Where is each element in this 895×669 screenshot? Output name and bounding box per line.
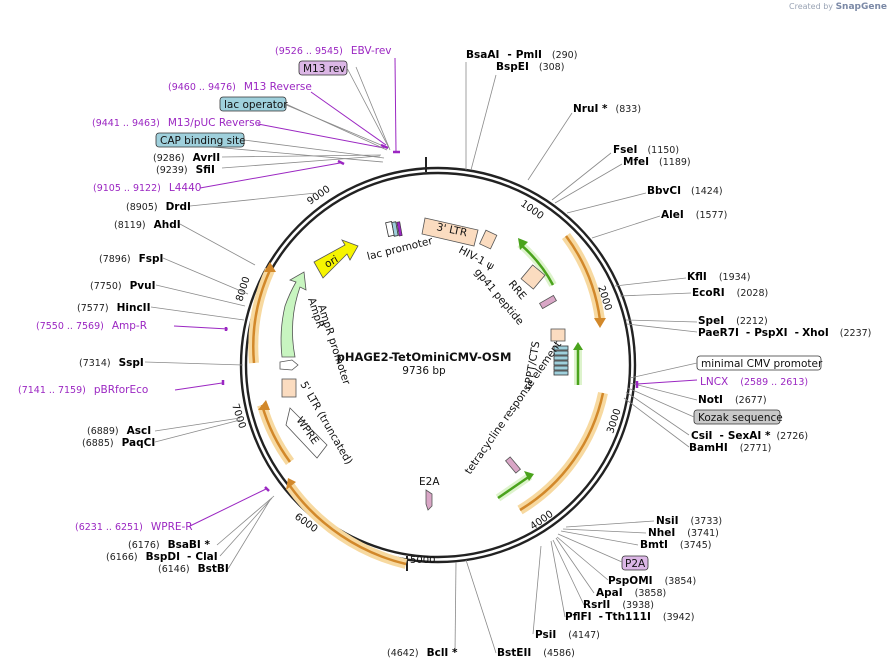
tick-5000: 5000 [410,555,435,566]
primer-m13-reverse: (9460 .. 9476)M13 Reverse [168,81,312,93]
feature-e2a: E2A [419,476,440,488]
primer-m13-puc-reverse: (9441 .. 9463)M13/pUC Reverse [92,117,261,129]
site-bsabi: (6176)BsaBI * [128,539,210,551]
primer-labels: (9526 .. 9545)EBV-rev (9460 .. 9476)M13 … [18,45,808,533]
site-noti: NotI(2677) [698,394,767,406]
primer-l4440: (9105 .. 9122)L4440 [93,182,201,194]
primer-marks [221,143,639,492]
inner-features [279,217,569,511]
site-alei: AleI(1577) [661,209,727,221]
site-bsteii: BstEII(4586) [497,647,575,659]
plasmid-name: pHAGE2-TetOminiCMV-OSM [337,350,512,364]
wpre-shape [285,407,328,459]
green-arrows [495,238,583,502]
site-fsei: FseI(1150) [613,144,679,156]
site-hincii: (7577)HincII [77,302,151,314]
site-clai: (6166)BspDI-ClaI [106,551,218,563]
site-rsrii: RsrII(3938) [583,599,654,611]
site-nrui: NruI *(833) [573,103,641,115]
primer-wpre-r: (6231 .. 6251)WPRE-R [75,521,193,533]
primer-lncx: LNCX(2589 .. 2613) [700,376,808,388]
site-nhei: NheI(3741) [648,527,719,539]
site-bsaai: BsaAI-PmlI(290) [466,49,577,61]
primer-amp-r: (7550 .. 7569)Amp-R [36,320,147,332]
site-fspi: (7896)FspI [99,253,163,265]
3ltr-shape [421,217,479,247]
site-paqci: (6885)PaqCI [82,437,155,449]
site-ahdi: (8119)AhdI [114,219,181,231]
tre-repeats [553,345,569,376]
ori-shape [313,239,359,279]
primer-ebv-rev: (9526 .. 9545)EBV-rev [275,45,392,57]
leader-lines [144,62,698,654]
site-mfei: MfeI(1189) [623,156,691,168]
site-sfii: (9239)SfiI [156,164,215,176]
site-drdi: (8905)DrdI [126,201,191,213]
site-avrii: (9286)AvrII [153,152,220,164]
site-bmti: BmtI(3745) [640,539,711,551]
ampr-shape [280,271,307,358]
site-csii: CsiI-SexAI *(2726) [691,430,808,442]
orf-arcs [248,233,608,569]
brand-name: SnapGene [835,2,887,12]
site-pspomi: PspOMI(3854) [608,575,696,587]
site-pflfi: PflFI-Tth111I(3942) [565,611,694,623]
site-ecori: EcoRI(2028) [692,287,768,299]
boxed-feature-labels: M13 rev lac operator CAP binding site mi… [155,60,823,571]
site-bstbi: (6146)BstBI [158,563,229,575]
site-pvui: (7750)PvuI [90,280,156,292]
brand-prefix: Created by [789,2,834,11]
site-spei: SpeI(2212) [698,315,768,327]
site-sspi: (7314)SspI [79,357,144,369]
site-kfli: KflI(1934) [687,271,750,283]
lac-operator-label: lac operator [224,99,288,111]
ticks [406,157,427,571]
enzyme-labels: BsaAI-PmlI(290) BspEI(308) NruI *(833) F… [77,49,871,659]
feature-lac-promoter: lac promoter [366,235,435,263]
site-paer7i: PaeR7I-PspXI-XhoI(2237) [698,327,871,339]
site-bcli: (4642)BclI * [387,647,458,659]
site-bbvci: BbvCI(1424) [647,185,723,197]
p2a-label: P2A [625,558,646,570]
site-psii: PsiI(4147) [535,629,600,641]
site-bspei: BspEI(308) [496,61,564,73]
p2a-box [621,555,649,571]
snapgene-branding: Created by SnapGene [789,2,887,12]
site-bamhi: BamHI(2771) [689,442,771,454]
min-cmv-label: minimal CMV promoter [701,358,823,370]
m13-rev-label: M13 rev [303,63,346,75]
primer-pbrforeco: (7141 .. 7159)pBRforEco [18,384,148,396]
primer-leaders [173,57,698,527]
site-apai: ApaI(3858) [596,587,666,599]
tick-4000: 4000 [528,509,555,533]
site-asci: (6889)AscI [87,425,151,437]
tick-9000: 9000 [305,184,332,208]
feature-ori: ori [323,253,341,270]
plasmid-length: 9736 bp [402,365,446,377]
kozak-label: Kozak sequence [698,412,783,424]
site-nsii: NsiI(3733) [656,515,722,527]
cap-site-label: CAP binding site [160,135,246,147]
